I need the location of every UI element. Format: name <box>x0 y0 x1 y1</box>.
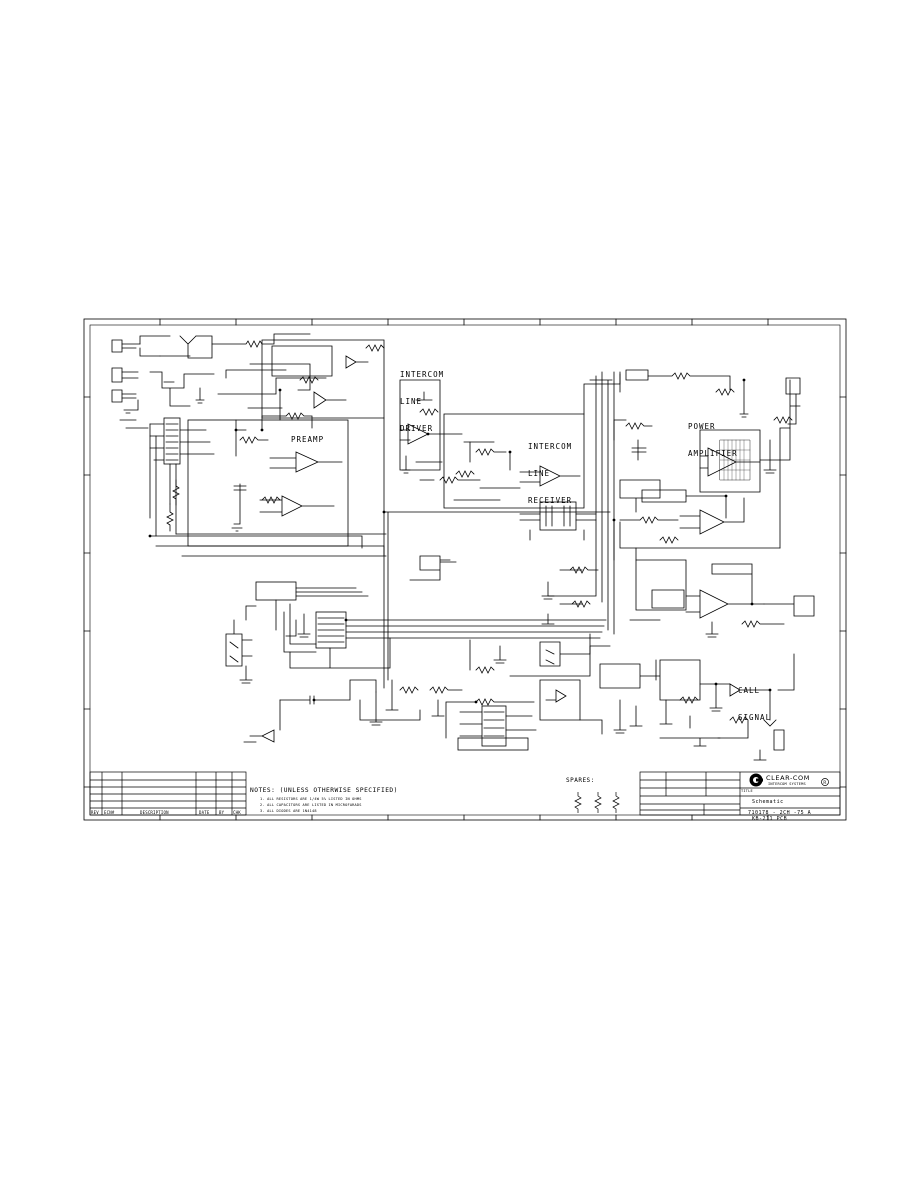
input-jacks <box>111 333 311 429</box>
call-logic-ic <box>429 686 537 751</box>
spares-symbols <box>574 792 620 813</box>
power-amplifier-stage <box>625 369 801 493</box>
rev-header-ecn: ECN# <box>104 810 115 815</box>
line-driver-stage <box>399 379 481 484</box>
note-2: 2. ALL CAPACITORS ARE LISTED IN MICROFAR… <box>260 803 362 807</box>
mode-select-switch <box>255 581 607 669</box>
line-driver-label-line1: INTERCOM <box>400 370 445 379</box>
call-signal-label-line2: SIGNAL <box>738 713 772 722</box>
power-amplifier-label-line1: POWER <box>688 422 716 431</box>
call-signal-label: CALL SIGNAL <box>738 668 771 731</box>
power-amplifier-label: POWER AMPLIFIER <box>688 404 738 467</box>
line-receiver-label-line1: INTERCOM <box>528 442 573 451</box>
title-field-label: TITLE <box>741 789 753 793</box>
line-driver-label: INTERCOM LINE DRIVER <box>400 352 444 442</box>
company-name: CLEAR-COM <box>766 774 810 782</box>
line-driver-label-line2: LINE <box>400 397 423 406</box>
connector-j1 <box>149 417 215 537</box>
call-signal-label-line1: CALL <box>738 686 761 695</box>
rev-header-date: DATE <box>199 810 210 815</box>
power-amplifier-label-line2: AMPLIFIER <box>688 449 738 458</box>
rev-header-rev: REV <box>91 810 99 815</box>
spares-label: SPARES: <box>566 777 595 784</box>
drawing-number: 710178 - 2CH -75 A <box>748 810 812 816</box>
note-1: 1. ALL RESISTORS ARE 1/4W 5% LISTED IN O… <box>260 797 362 801</box>
title-block <box>639 771 841 816</box>
revision-table <box>89 771 247 816</box>
line-receiver-label: INTERCOM LINE RECEIVER <box>528 424 572 514</box>
clear-com-logo-icon: R <box>749 773 829 787</box>
note-3: 3. ALL DIODES ARE 1N4148 <box>260 809 317 813</box>
notes-heading: NOTES: (UNLESS OTHERWISE SPECIFIED) <box>250 787 398 794</box>
rev-header-chk: CHK <box>233 810 241 815</box>
line-driver-label-line3: DRIVER <box>400 424 434 433</box>
hybrid-transformer <box>519 501 597 541</box>
company-subtitle: INTERCOM SYSTEMS <box>768 782 806 786</box>
line-receiver-stage <box>443 413 585 509</box>
drawing-title-line2: KB-211 PCB <box>752 815 788 822</box>
drawing-title: Schematic KB-211 PCB <box>752 789 787 828</box>
junction-dots <box>148 378 772 704</box>
outer-border <box>83 318 847 821</box>
preamp-label: PREAMP <box>291 435 325 444</box>
svg-text:R: R <box>823 780 826 786</box>
inner-border <box>89 324 841 816</box>
line-receiver-label-line2: LINE <box>528 469 551 478</box>
rev-header-description: DESCRIPTION <box>140 810 169 815</box>
line-receiver-label-line3: RECEIVER <box>528 496 573 505</box>
preamp-stage <box>187 363 349 547</box>
rev-header-by: BY <box>219 810 225 815</box>
drawing-title-line1: Schematic <box>752 799 784 805</box>
